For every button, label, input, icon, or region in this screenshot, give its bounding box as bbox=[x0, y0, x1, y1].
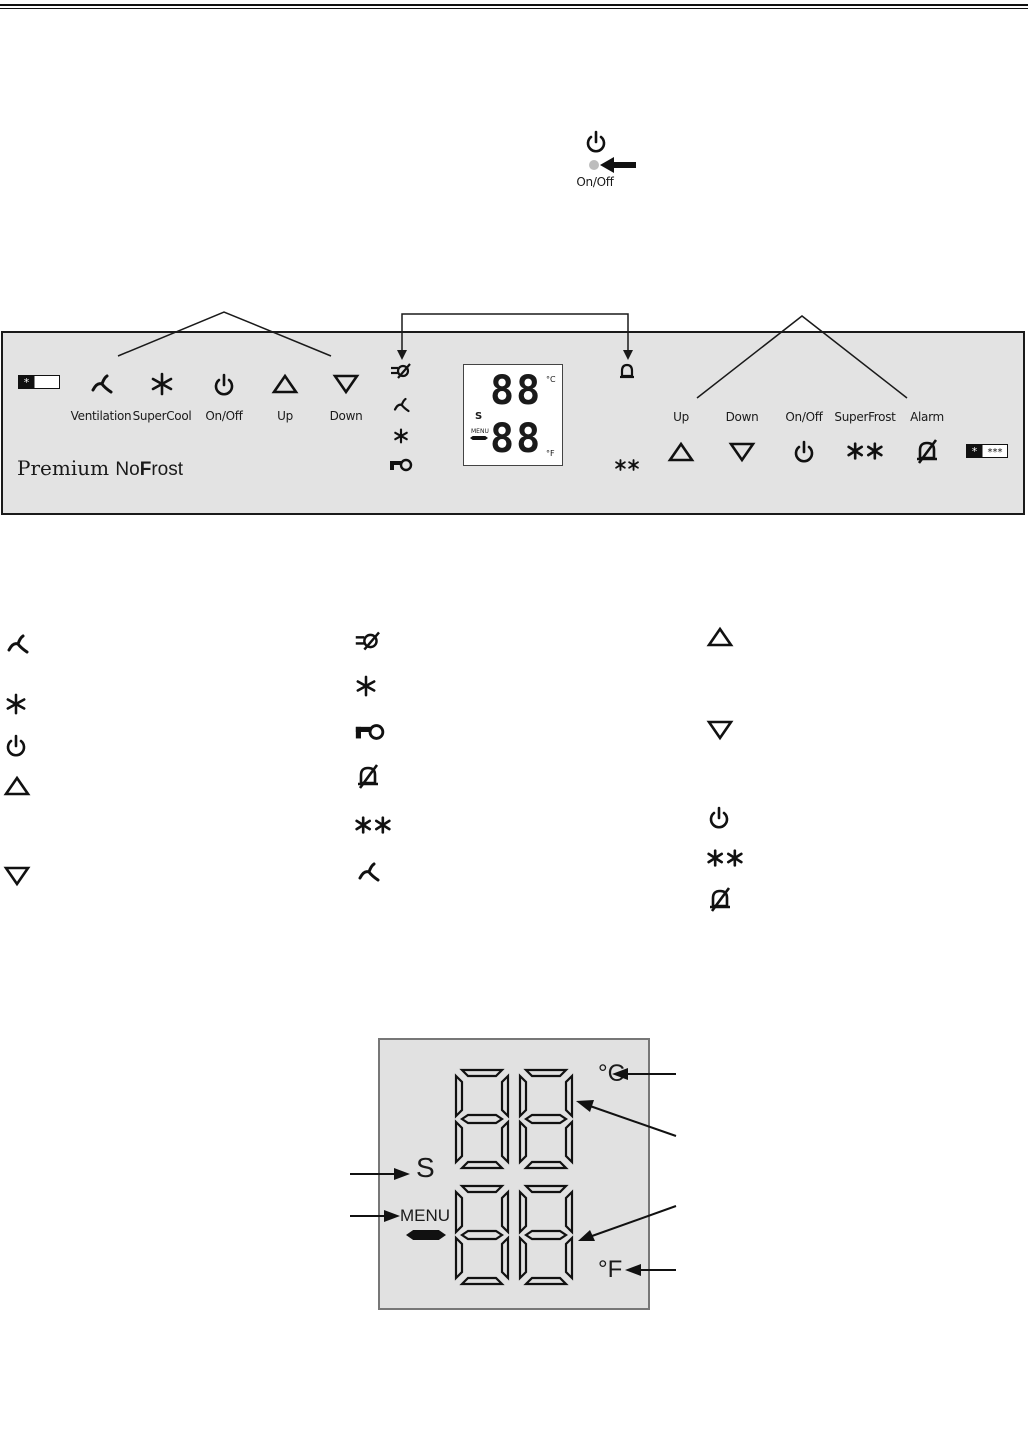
freezer-label-onoff: On/Off bbox=[785, 410, 823, 424]
alarm-off-icon[interactable] bbox=[915, 439, 939, 465]
triangle-up-icon bbox=[706, 626, 734, 647]
display-large-menu: MENU bbox=[400, 1206, 451, 1225]
svg-text:***: *** bbox=[988, 447, 1003, 458]
power-icon bbox=[5, 734, 27, 758]
brand-logo: Premium NoFrost bbox=[17, 456, 183, 481]
freezer-label-up: Up bbox=[673, 410, 689, 424]
display-large-menu-bar bbox=[406, 1230, 446, 1240]
brand-nofrost: NoFrost bbox=[115, 459, 184, 480]
display-small-menu: MENU bbox=[471, 428, 489, 435]
power-icon[interactable] bbox=[213, 373, 235, 397]
power-icon[interactable] bbox=[793, 440, 815, 464]
key-lock-icon bbox=[353, 723, 387, 741]
header-rule bbox=[0, 4, 1028, 6]
triangle-down-icon bbox=[3, 866, 31, 887]
fridge-label-supercool: SuperCool bbox=[132, 409, 192, 423]
display-small: 88 88 S MENU °C °F bbox=[463, 364, 563, 466]
snowflake-icon bbox=[356, 675, 376, 697]
triangle-up-icon[interactable] bbox=[667, 441, 695, 462]
alarm-off-icon bbox=[708, 887, 732, 913]
display-small-s: S bbox=[475, 411, 483, 422]
door-alarm-off-icon bbox=[390, 362, 412, 380]
display-small-menu-bar bbox=[470, 436, 488, 440]
display-callout-arrows bbox=[350, 1068, 677, 1276]
fan-icon bbox=[356, 860, 380, 884]
fridge-label-onoff: On/Off bbox=[205, 409, 243, 423]
power-icon bbox=[708, 806, 730, 830]
svg-text:*: * bbox=[972, 445, 978, 458]
fridge-label-down: Down bbox=[329, 409, 363, 423]
onoff-callout-label: On/Off bbox=[576, 175, 614, 189]
callout-lines bbox=[117, 311, 908, 399]
fridge-temp-bar-icon: * bbox=[18, 375, 60, 389]
snowflake-icon bbox=[394, 428, 408, 444]
header-rule-thin bbox=[0, 8, 1028, 9]
display-large-s: S bbox=[416, 1152, 435, 1183]
triangle-up-icon bbox=[3, 775, 31, 796]
freezer-label-superfrost: SuperFrost bbox=[834, 410, 896, 424]
fan-icon[interactable] bbox=[89, 372, 113, 396]
display-small-celsius: °C bbox=[546, 375, 556, 384]
double-snowflake-icon bbox=[354, 816, 392, 834]
triangle-down-icon[interactable] bbox=[728, 442, 756, 463]
freezer-temp-bar-icon: **** bbox=[966, 444, 1008, 458]
fridge-label-ventilation: Ventilation bbox=[70, 409, 132, 423]
svg-text:*: * bbox=[24, 376, 30, 389]
power-icon bbox=[585, 130, 607, 154]
double-snowflake-icon bbox=[614, 459, 640, 471]
double-snowflake-icon[interactable] bbox=[846, 442, 884, 460]
triangle-down-icon bbox=[706, 720, 734, 741]
brand-premium: Premium bbox=[17, 456, 110, 480]
snowflake-icon[interactable] bbox=[151, 372, 173, 396]
alarm-off-icon bbox=[356, 764, 380, 790]
display-small-bottom-digits: 88 bbox=[490, 416, 543, 462]
snowflake-icon bbox=[6, 693, 26, 715]
display-small-top-digits: 88 bbox=[490, 368, 543, 414]
triangle-down-icon[interactable] bbox=[332, 374, 360, 395]
fan-icon bbox=[392, 396, 410, 414]
fan-icon bbox=[5, 632, 29, 656]
arrow-left-icon bbox=[600, 157, 640, 173]
freezer-label-alarm: Alarm bbox=[910, 410, 944, 424]
onoff-indicator-led bbox=[589, 160, 599, 170]
fridge-label-up: Up bbox=[277, 409, 293, 423]
display-small-fahrenheit: °F bbox=[546, 449, 555, 458]
triangle-up-icon[interactable] bbox=[271, 373, 299, 394]
freezer-label-down: Down bbox=[725, 410, 759, 424]
double-snowflake-icon bbox=[706, 849, 744, 867]
door-alarm-off-icon bbox=[354, 630, 382, 652]
bell-icon bbox=[619, 363, 635, 381]
key-lock-icon bbox=[389, 458, 413, 472]
display-large: S MENU °C °F bbox=[378, 1038, 650, 1310]
display-large-fahrenheit: °F bbox=[598, 1256, 623, 1283]
